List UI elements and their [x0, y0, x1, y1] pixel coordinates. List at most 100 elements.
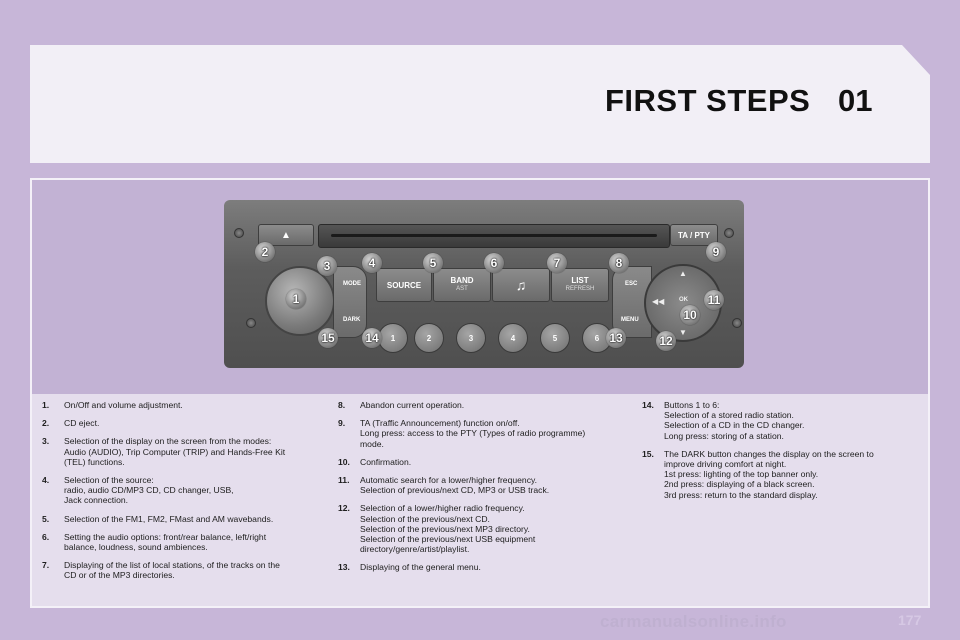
band-sub-label: AST: [456, 286, 468, 292]
callout-12: 12: [656, 331, 676, 351]
item-text: Selection of the source: radio, audio CD…: [64, 475, 234, 506]
eject-button: ▲: [258, 224, 314, 246]
list-item: 8. Abandon current operation.: [338, 400, 628, 410]
list-item: 2. CD eject.: [42, 418, 322, 428]
item-number: 10.: [338, 456, 350, 467]
cd-slot: [318, 224, 670, 248]
page-number: 177: [898, 612, 922, 628]
list-item: 10. Confirmation.: [338, 457, 628, 467]
preset-button-2: 2: [414, 323, 444, 353]
callout-13: 13: [606, 328, 626, 348]
item-number: 4.: [42, 475, 50, 486]
navigation-pad: ▲ ▼ ◀◀ OK: [644, 264, 722, 342]
preset-button-4: 4: [498, 323, 528, 353]
item-number: 13.: [338, 562, 350, 573]
screw: [732, 318, 742, 328]
callout-10: 10: [680, 305, 700, 325]
item-number: 3.: [42, 436, 50, 447]
item-number: 6.: [42, 531, 50, 542]
section-number: 01: [838, 83, 873, 118]
list-item: 5. Selection of the FM1, FM2, FMast and A…: [42, 514, 322, 524]
mode-dark-buttons: MODE DARK: [333, 266, 367, 338]
callout-8: 8: [609, 253, 629, 273]
mode-label: MODE: [343, 281, 361, 287]
source-button: SOURCE: [376, 268, 432, 302]
screw: [246, 318, 256, 328]
preset-button-5: 5: [540, 323, 570, 353]
music-note-icon: ♫: [515, 276, 527, 293]
callout-1: 1: [286, 289, 306, 309]
audio-settings-button: ♫: [492, 268, 550, 302]
item-text: Setting the audio options: front/rear ba…: [64, 531, 267, 553]
item-number: 7.: [42, 560, 50, 571]
descriptions-column-3: 14. Buttons 1 to 6: Selection of a stored…: [642, 400, 922, 508]
list-label: LIST: [571, 276, 589, 285]
callout-15: 15: [318, 328, 338, 348]
item-number: 15.: [642, 448, 654, 459]
item-text: The DARK button changes the display on t…: [664, 448, 874, 500]
list-item: 12. Selection of a lower/higher radio fre…: [338, 503, 628, 554]
list-item: 1. On/Off and volume adjustment.: [42, 400, 322, 410]
list-item: 3. Selection of the display on the screen…: [42, 436, 322, 467]
list-item: 9. TA (Traffic Announcement) function on/…: [338, 418, 628, 449]
item-number: 9.: [338, 418, 346, 429]
callout-6: 6: [484, 253, 504, 273]
page-title: FIRST STEPS: [605, 83, 811, 118]
dark-label: DARK: [343, 317, 361, 323]
list-item: 11. Automatic search for a lower/higher f…: [338, 475, 628, 495]
item-text: Abandon current operation.: [360, 400, 465, 410]
list-sub-label: REFRESH: [565, 286, 595, 292]
item-text: Displaying of the general menu.: [360, 562, 481, 573]
callout-5: 5: [423, 253, 443, 273]
descriptions-column-2: 8. Abandon current operation. 9. TA (Traff…: [338, 400, 628, 581]
callout-9: 9: [706, 242, 726, 262]
arrow-down-icon: ▼: [679, 328, 687, 337]
item-number: 5.: [42, 513, 50, 524]
callout-2: 2: [255, 242, 275, 262]
item-text: On/Off and volume adjustment.: [64, 400, 183, 410]
item-number: 11.: [338, 475, 350, 486]
esc-label: ESC: [625, 281, 638, 287]
list-item: 14. Buttons 1 to 6: Selection of a stored…: [642, 400, 922, 441]
item-number: 12.: [338, 503, 350, 514]
callout-14: 14: [362, 328, 382, 348]
menu-label: MENU: [621, 317, 639, 323]
ta-pty-button: TA / PTY: [670, 224, 718, 246]
arrow-up-icon: ▲: [679, 269, 687, 278]
item-number: 1.: [42, 400, 50, 410]
descriptions-column-1: 1. On/Off and volume adjustment. 2. CD eje…: [42, 400, 322, 589]
item-text: Buttons 1 to 6: Selection of a stored ra…: [664, 400, 805, 441]
list-item: 6. Setting the audio options: front/rear …: [42, 532, 322, 552]
item-text: Selection of the display on the screen f…: [64, 436, 286, 467]
screw: [724, 228, 734, 238]
callout-4: 4: [362, 253, 382, 273]
item-number: 8.: [338, 400, 346, 410]
item-number: 2.: [42, 418, 50, 429]
watermark: carmanualsonline.info: [600, 612, 787, 631]
list-item: 15. The DARK button changes the display o…: [642, 449, 922, 500]
ok-label: OK: [679, 297, 688, 303]
band-label: BAND: [450, 276, 474, 285]
item-text: Confirmation.: [360, 456, 412, 467]
callout-11: 11: [704, 290, 724, 310]
arrow-left-icon: ◀◀: [652, 297, 665, 306]
item-text: Selection of a lower/higher radio freque…: [360, 503, 536, 555]
eject-icon: ▲: [281, 229, 291, 241]
item-text: Selection of the FM1, FM2, FMast and AM …: [64, 513, 274, 524]
screw: [234, 228, 244, 238]
item-text: Displaying of the list of local stations…: [64, 560, 280, 581]
item-text: CD eject.: [64, 418, 100, 429]
callout-3: 3: [317, 256, 337, 276]
item-text: Automatic search for a lower/higher freq…: [360, 475, 550, 496]
list-item: 13. Displaying of the general menu.: [338, 562, 628, 572]
header-band: [30, 45, 930, 163]
preset-button-1: 1: [378, 323, 408, 353]
list-item: 7. Displaying of the list of local statio…: [42, 560, 322, 580]
preset-button-3: 3: [456, 323, 486, 353]
item-text: TA (Traffic Announcement) function on/of…: [360, 418, 586, 449]
list-item: 4. Selection of the source: radio, audio …: [42, 475, 322, 506]
callout-7: 7: [547, 253, 567, 273]
item-number: 14.: [642, 400, 654, 410]
